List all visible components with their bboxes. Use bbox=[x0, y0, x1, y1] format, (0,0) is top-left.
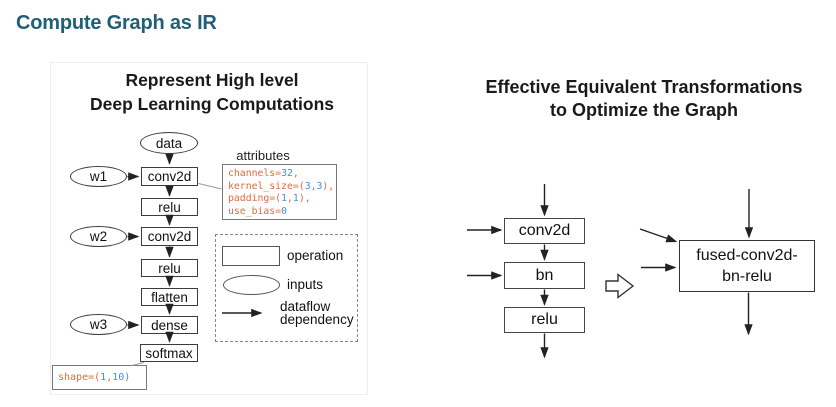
right-heading: Effective Equivalent Transformations to … bbox=[444, 76, 836, 122]
output-shape-box: shape=(1,10) bbox=[52, 365, 147, 390]
node-relu-1-label: relu bbox=[158, 199, 181, 215]
node-conv2d-1-label: conv2d bbox=[147, 169, 192, 184]
node-w1-label: w1 bbox=[89, 169, 108, 184]
node-data-label: data bbox=[155, 135, 183, 151]
node-relu-2-label: relu bbox=[158, 260, 181, 276]
legend-inputs-label: inputs bbox=[287, 277, 324, 292]
legend-dataflow-line2: dependency bbox=[280, 312, 354, 327]
node-right-conv2d: conv2d bbox=[504, 218, 585, 244]
node-right-bn-label: bn bbox=[535, 266, 554, 284]
legend-operation-shape bbox=[222, 246, 280, 266]
big-right-arrow-icon bbox=[605, 273, 635, 299]
legend-dataflow-label: dataflow dependency bbox=[280, 299, 354, 327]
node-fused-label-line2: bn-relu bbox=[722, 268, 772, 285]
node-right-relu-label: relu bbox=[531, 311, 558, 328]
node-dense: dense bbox=[141, 316, 198, 334]
left-heading-line1: Represent High level bbox=[125, 70, 299, 90]
node-relu-1: relu bbox=[141, 198, 198, 216]
node-fused-label-line1: fused-conv2d- bbox=[696, 247, 798, 264]
node-w2-label: w2 bbox=[89, 229, 108, 244]
node-w2-input: w2 bbox=[70, 226, 127, 247]
node-right-conv2d-label: conv2d bbox=[518, 222, 571, 239]
left-heading: Represent High level Deep Learning Compu… bbox=[62, 68, 362, 116]
right-heading-line1: Effective Equivalent Transformations bbox=[485, 77, 803, 97]
node-conv2d-2: conv2d bbox=[141, 227, 198, 246]
node-softmax: softmax bbox=[140, 344, 198, 362]
attributes-code-box: channels=32,kernel_size=(3,3),padding=(1… bbox=[222, 164, 337, 220]
node-dense-label: dense bbox=[151, 317, 188, 333]
legend-operation-label: operation bbox=[287, 248, 344, 263]
node-relu-2: relu bbox=[141, 259, 198, 277]
node-conv2d-1: conv2d bbox=[141, 167, 198, 186]
node-fused-conv2d-bn-relu: fused-conv2d- bn-relu bbox=[679, 240, 815, 292]
node-right-bn: bn bbox=[504, 262, 585, 289]
right-heading-line2: to Optimize the Graph bbox=[549, 100, 738, 120]
legend-inputs-shape bbox=[223, 275, 280, 295]
left-heading-line2: Deep Learning Computations bbox=[89, 94, 335, 114]
attributes-label: attributes bbox=[236, 148, 290, 163]
node-right-relu: relu bbox=[504, 307, 585, 333]
legend-dataflow-line1: dataflow bbox=[280, 299, 331, 314]
node-w3-label: w3 bbox=[89, 317, 108, 332]
node-conv2d-2-label: conv2d bbox=[147, 229, 192, 244]
node-data-input: data bbox=[140, 132, 198, 154]
node-w1-input: w1 bbox=[70, 166, 127, 187]
node-flatten-label: flatten bbox=[151, 289, 188, 305]
node-w3-input: w3 bbox=[70, 314, 127, 335]
slide-title: Compute Graph as IR bbox=[16, 12, 217, 34]
node-softmax-label: softmax bbox=[145, 345, 193, 361]
node-flatten: flatten bbox=[141, 288, 198, 306]
